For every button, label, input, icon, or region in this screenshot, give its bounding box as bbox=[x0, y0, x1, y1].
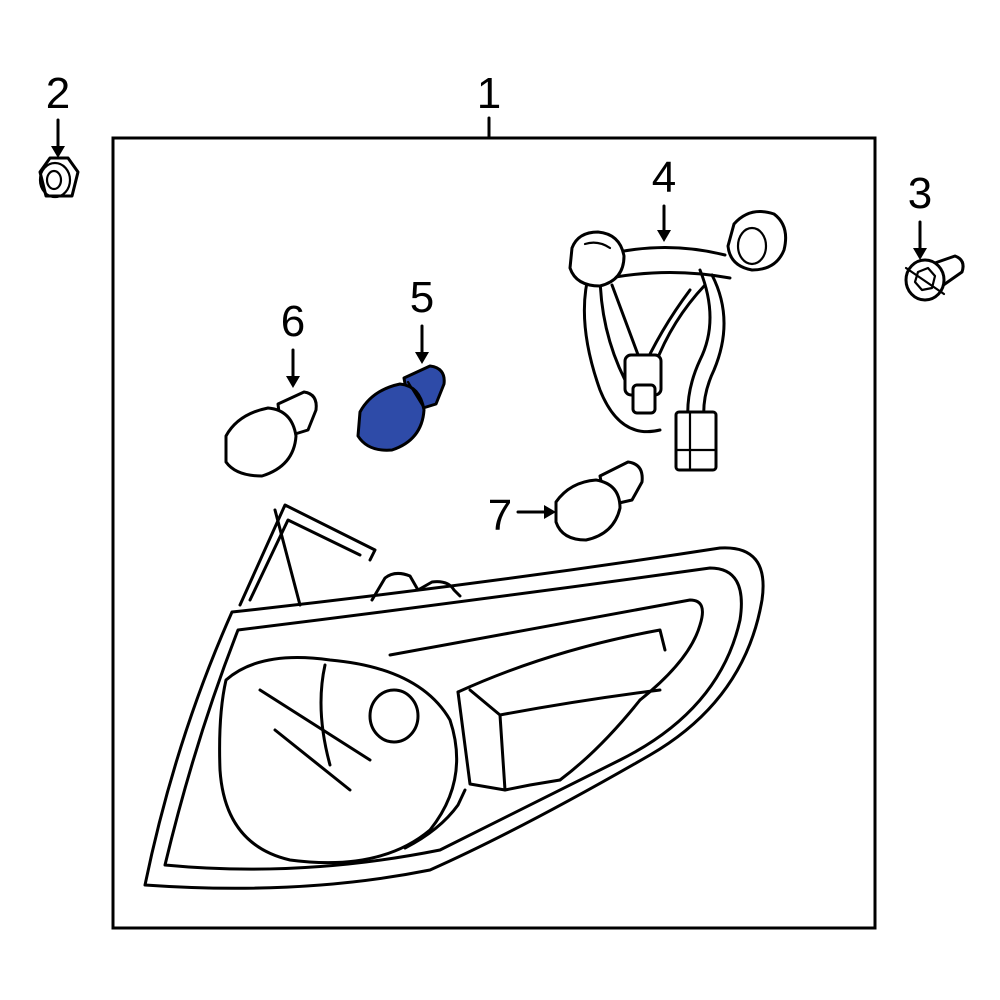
part-6-bulb[interactable] bbox=[224, 390, 318, 478]
arrow-3 bbox=[913, 220, 927, 260]
part-3-screw[interactable] bbox=[904, 254, 965, 302]
tail-lamp-housing[interactable] bbox=[143, 503, 765, 890]
part-5-bulb[interactable] bbox=[356, 364, 446, 452]
part-7-bulb[interactable] bbox=[554, 460, 644, 542]
callout-3[interactable]: 3 bbox=[908, 169, 932, 218]
callout-7[interactable]: 7 bbox=[488, 491, 512, 540]
callout-4[interactable]: 4 bbox=[652, 153, 676, 202]
part-4-socket-harness[interactable] bbox=[568, 210, 788, 472]
callout-6[interactable]: 6 bbox=[281, 297, 305, 346]
arrow-7 bbox=[516, 505, 556, 519]
callout-1[interactable]: 1 bbox=[477, 69, 501, 118]
arrow-6 bbox=[286, 348, 300, 388]
assembly-frame bbox=[111, 136, 877, 930]
callout-5[interactable]: 5 bbox=[410, 273, 434, 322]
arrow-5 bbox=[415, 324, 429, 364]
arrow-2 bbox=[51, 118, 65, 158]
arrow-4 bbox=[657, 204, 671, 242]
part-2-nut[interactable] bbox=[38, 156, 80, 199]
callout-2[interactable]: 2 bbox=[46, 69, 70, 118]
